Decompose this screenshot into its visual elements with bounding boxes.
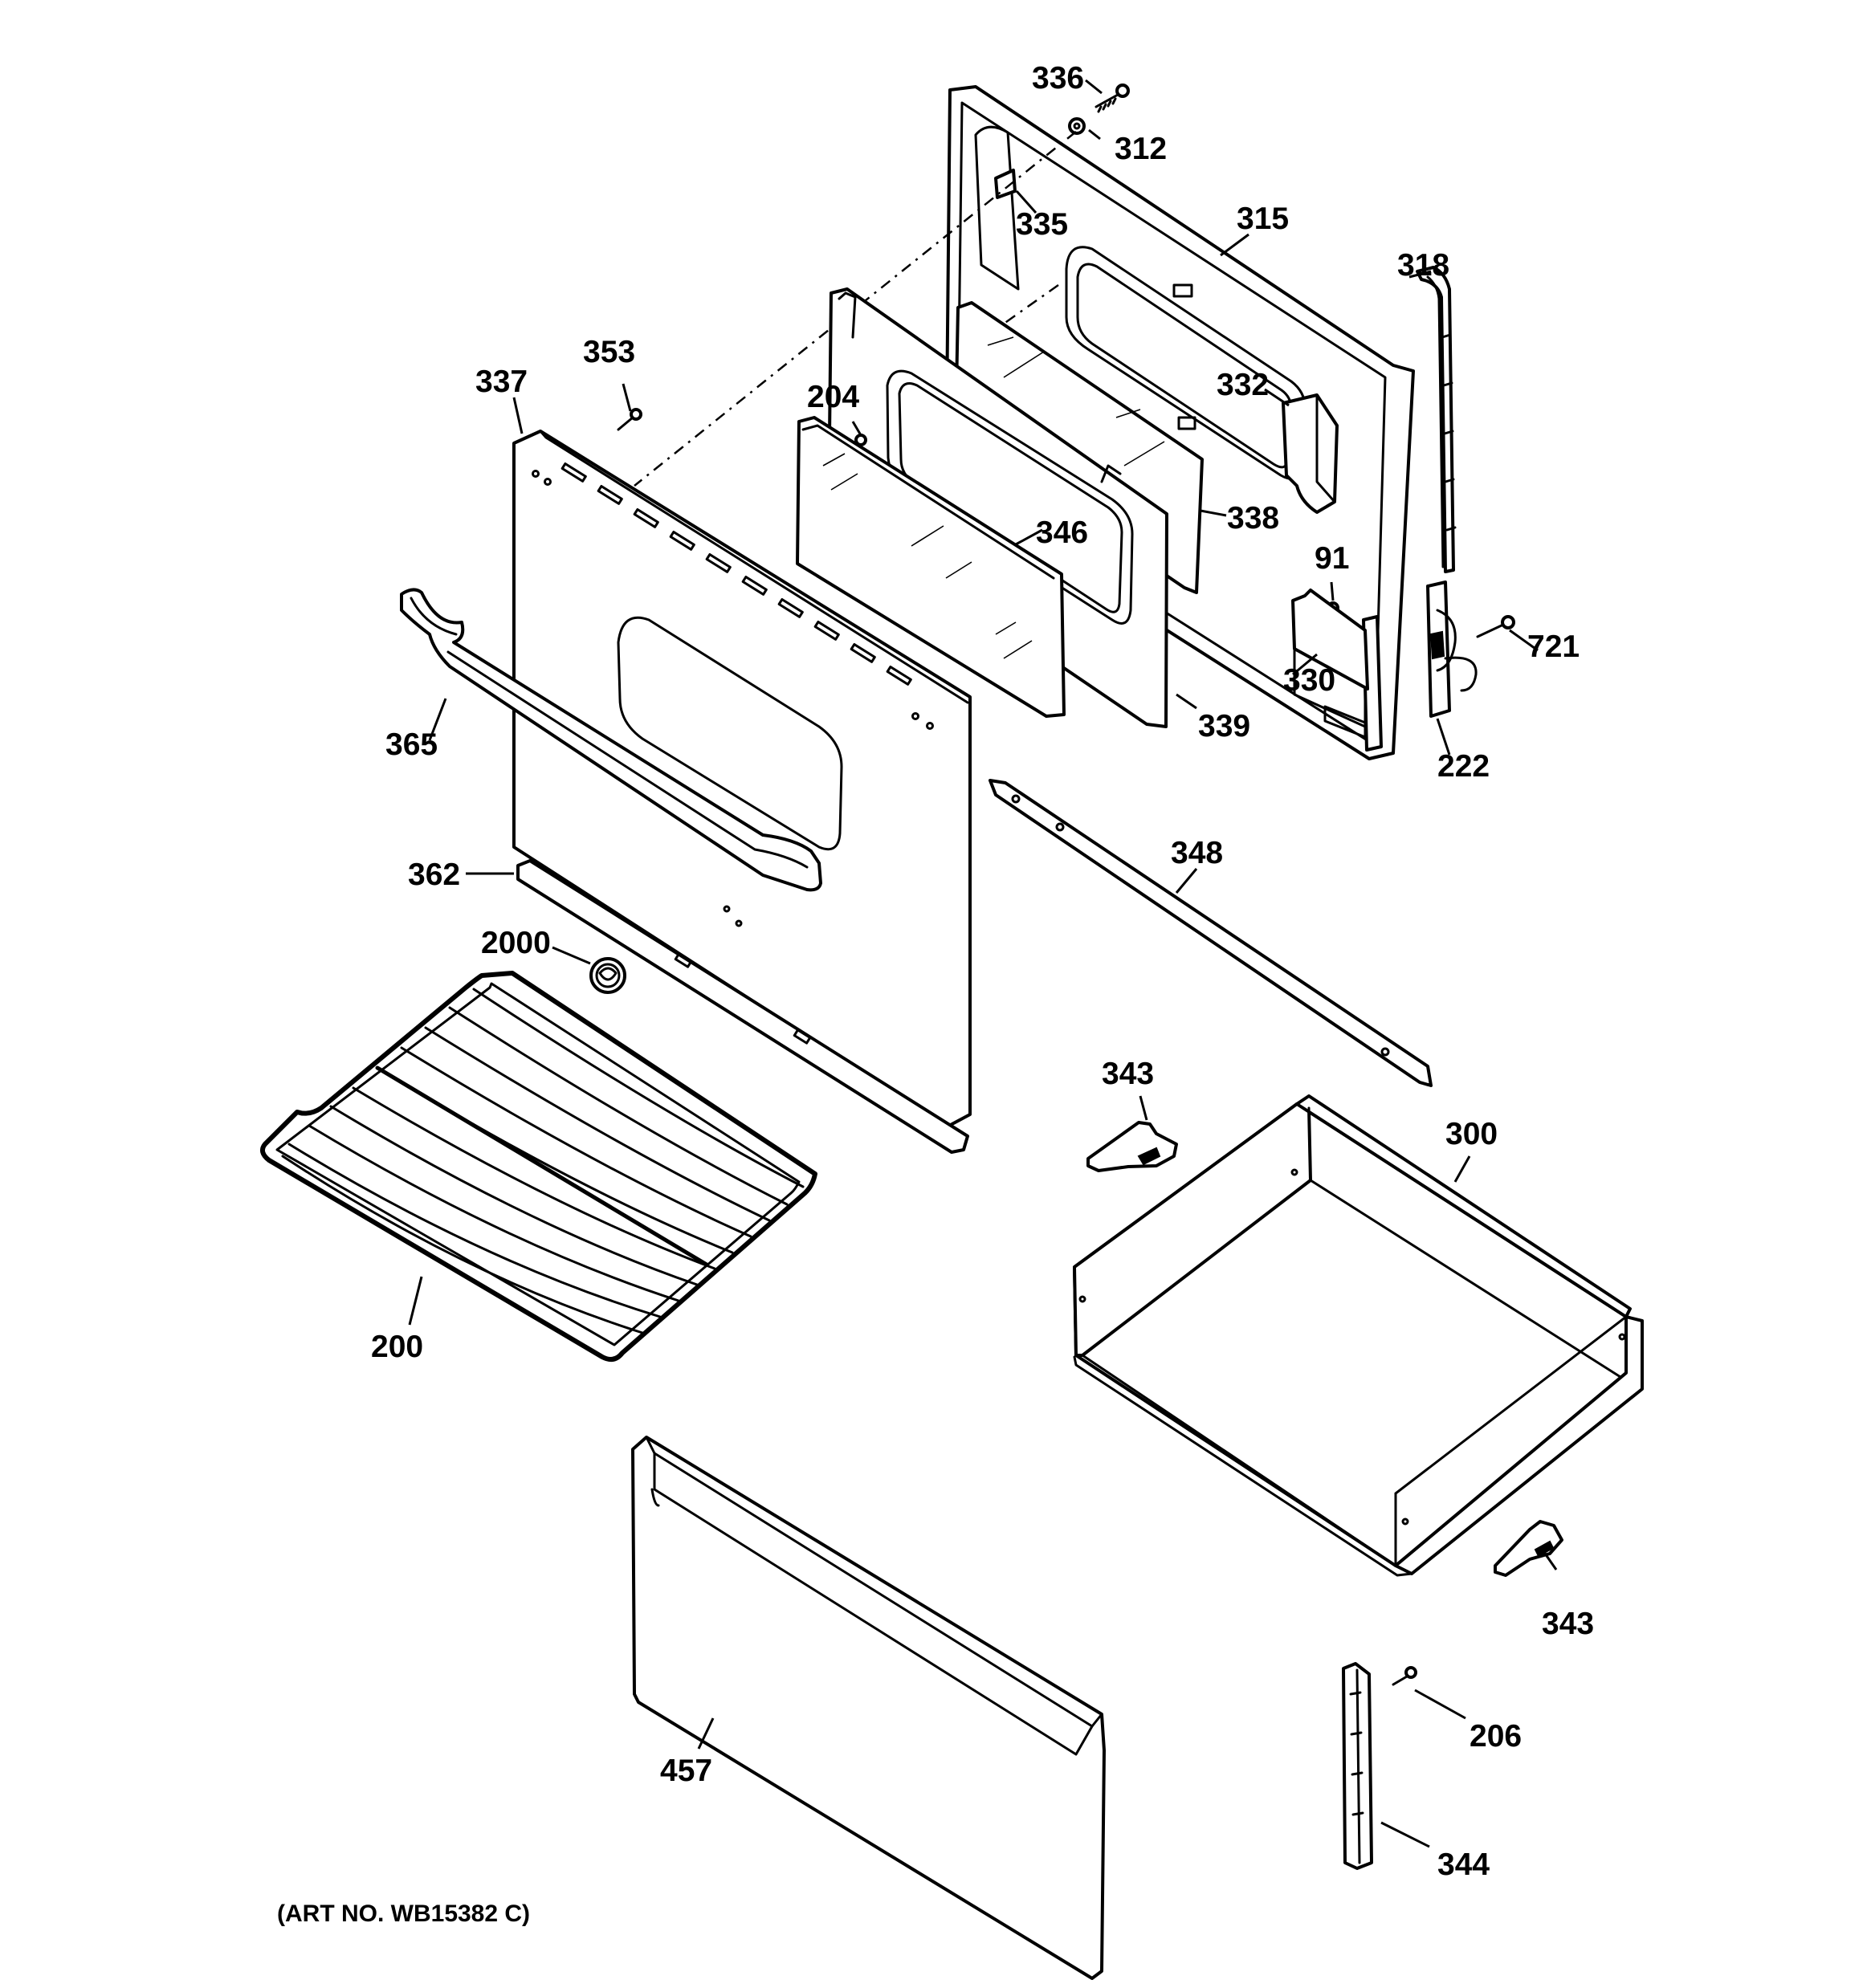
callout-2000: 2000 [481, 926, 551, 960]
callout-336: 336 [1032, 61, 1084, 96]
drawer-bracket-344 [1342, 1662, 1373, 1870]
oven-rack-200 [259, 971, 817, 1363]
callout-332: 332 [1217, 368, 1269, 402]
callout-300: 300 [1445, 1117, 1498, 1151]
storage-drawer-300 [1073, 1094, 1644, 1577]
callout-362: 362 [408, 858, 460, 892]
callout-339: 339 [1198, 709, 1250, 743]
door-trim-362 [516, 859, 969, 1154]
nut-312 [1068, 117, 1086, 135]
callout-206: 206 [1470, 1719, 1522, 1754]
callout-353: 353 [583, 335, 635, 369]
callout-312: 312 [1115, 132, 1167, 166]
assembly-line-2 [967, 283, 1059, 351]
outer-door-337 [512, 430, 972, 1128]
callout-222: 222 [1437, 749, 1490, 784]
screw-206 [1392, 1666, 1417, 1686]
callout-343-upper: 343 [1102, 1057, 1154, 1091]
callout-204: 204 [807, 380, 859, 414]
callout-315: 315 [1237, 202, 1289, 236]
callout-346: 346 [1036, 515, 1088, 550]
hinge-channel-318 [1416, 266, 1457, 573]
callout-337: 337 [475, 365, 528, 399]
glass-panel-346 [796, 416, 1066, 718]
callout-348: 348 [1171, 836, 1223, 870]
callout-91: 91 [1315, 541, 1349, 576]
screw-353 [617, 408, 642, 431]
callout-457: 457 [660, 1754, 712, 1788]
side-rail-348 [989, 779, 1433, 1087]
callout-338: 338 [1227, 501, 1279, 536]
callout-344: 344 [1437, 1847, 1490, 1882]
screw-204 [854, 434, 867, 446]
callout-365: 365 [385, 727, 438, 762]
callout-200: 200 [371, 1330, 423, 1364]
drawer-glide-343-upper [1086, 1121, 1178, 1172]
bracket-335 [994, 169, 1017, 199]
vent-slots [561, 462, 912, 686]
leader-lines [408, 79, 1558, 1848]
hinge-screw-721 [1476, 615, 1515, 638]
callout-343-lower: 343 [1542, 1607, 1594, 1641]
logo-badge-2000 [589, 957, 626, 994]
callout-335: 335 [1016, 207, 1068, 242]
rack-wires [281, 988, 805, 1334]
callout-330: 330 [1283, 663, 1335, 698]
callout-318: 318 [1397, 248, 1449, 283]
support-330 [1291, 589, 1369, 691]
insulation-332 [1282, 393, 1339, 514]
door-handle-365 [400, 588, 822, 892]
drawer-front-457 [631, 1436, 1106, 1980]
art-number: (ART NO. WB15382 C) [277, 1900, 530, 1927]
screw-336 [1095, 84, 1130, 113]
drawer-glide-343-lower [1494, 1520, 1563, 1577]
callout-721: 721 [1527, 629, 1580, 664]
door-hinge-222 [1362, 581, 1478, 752]
